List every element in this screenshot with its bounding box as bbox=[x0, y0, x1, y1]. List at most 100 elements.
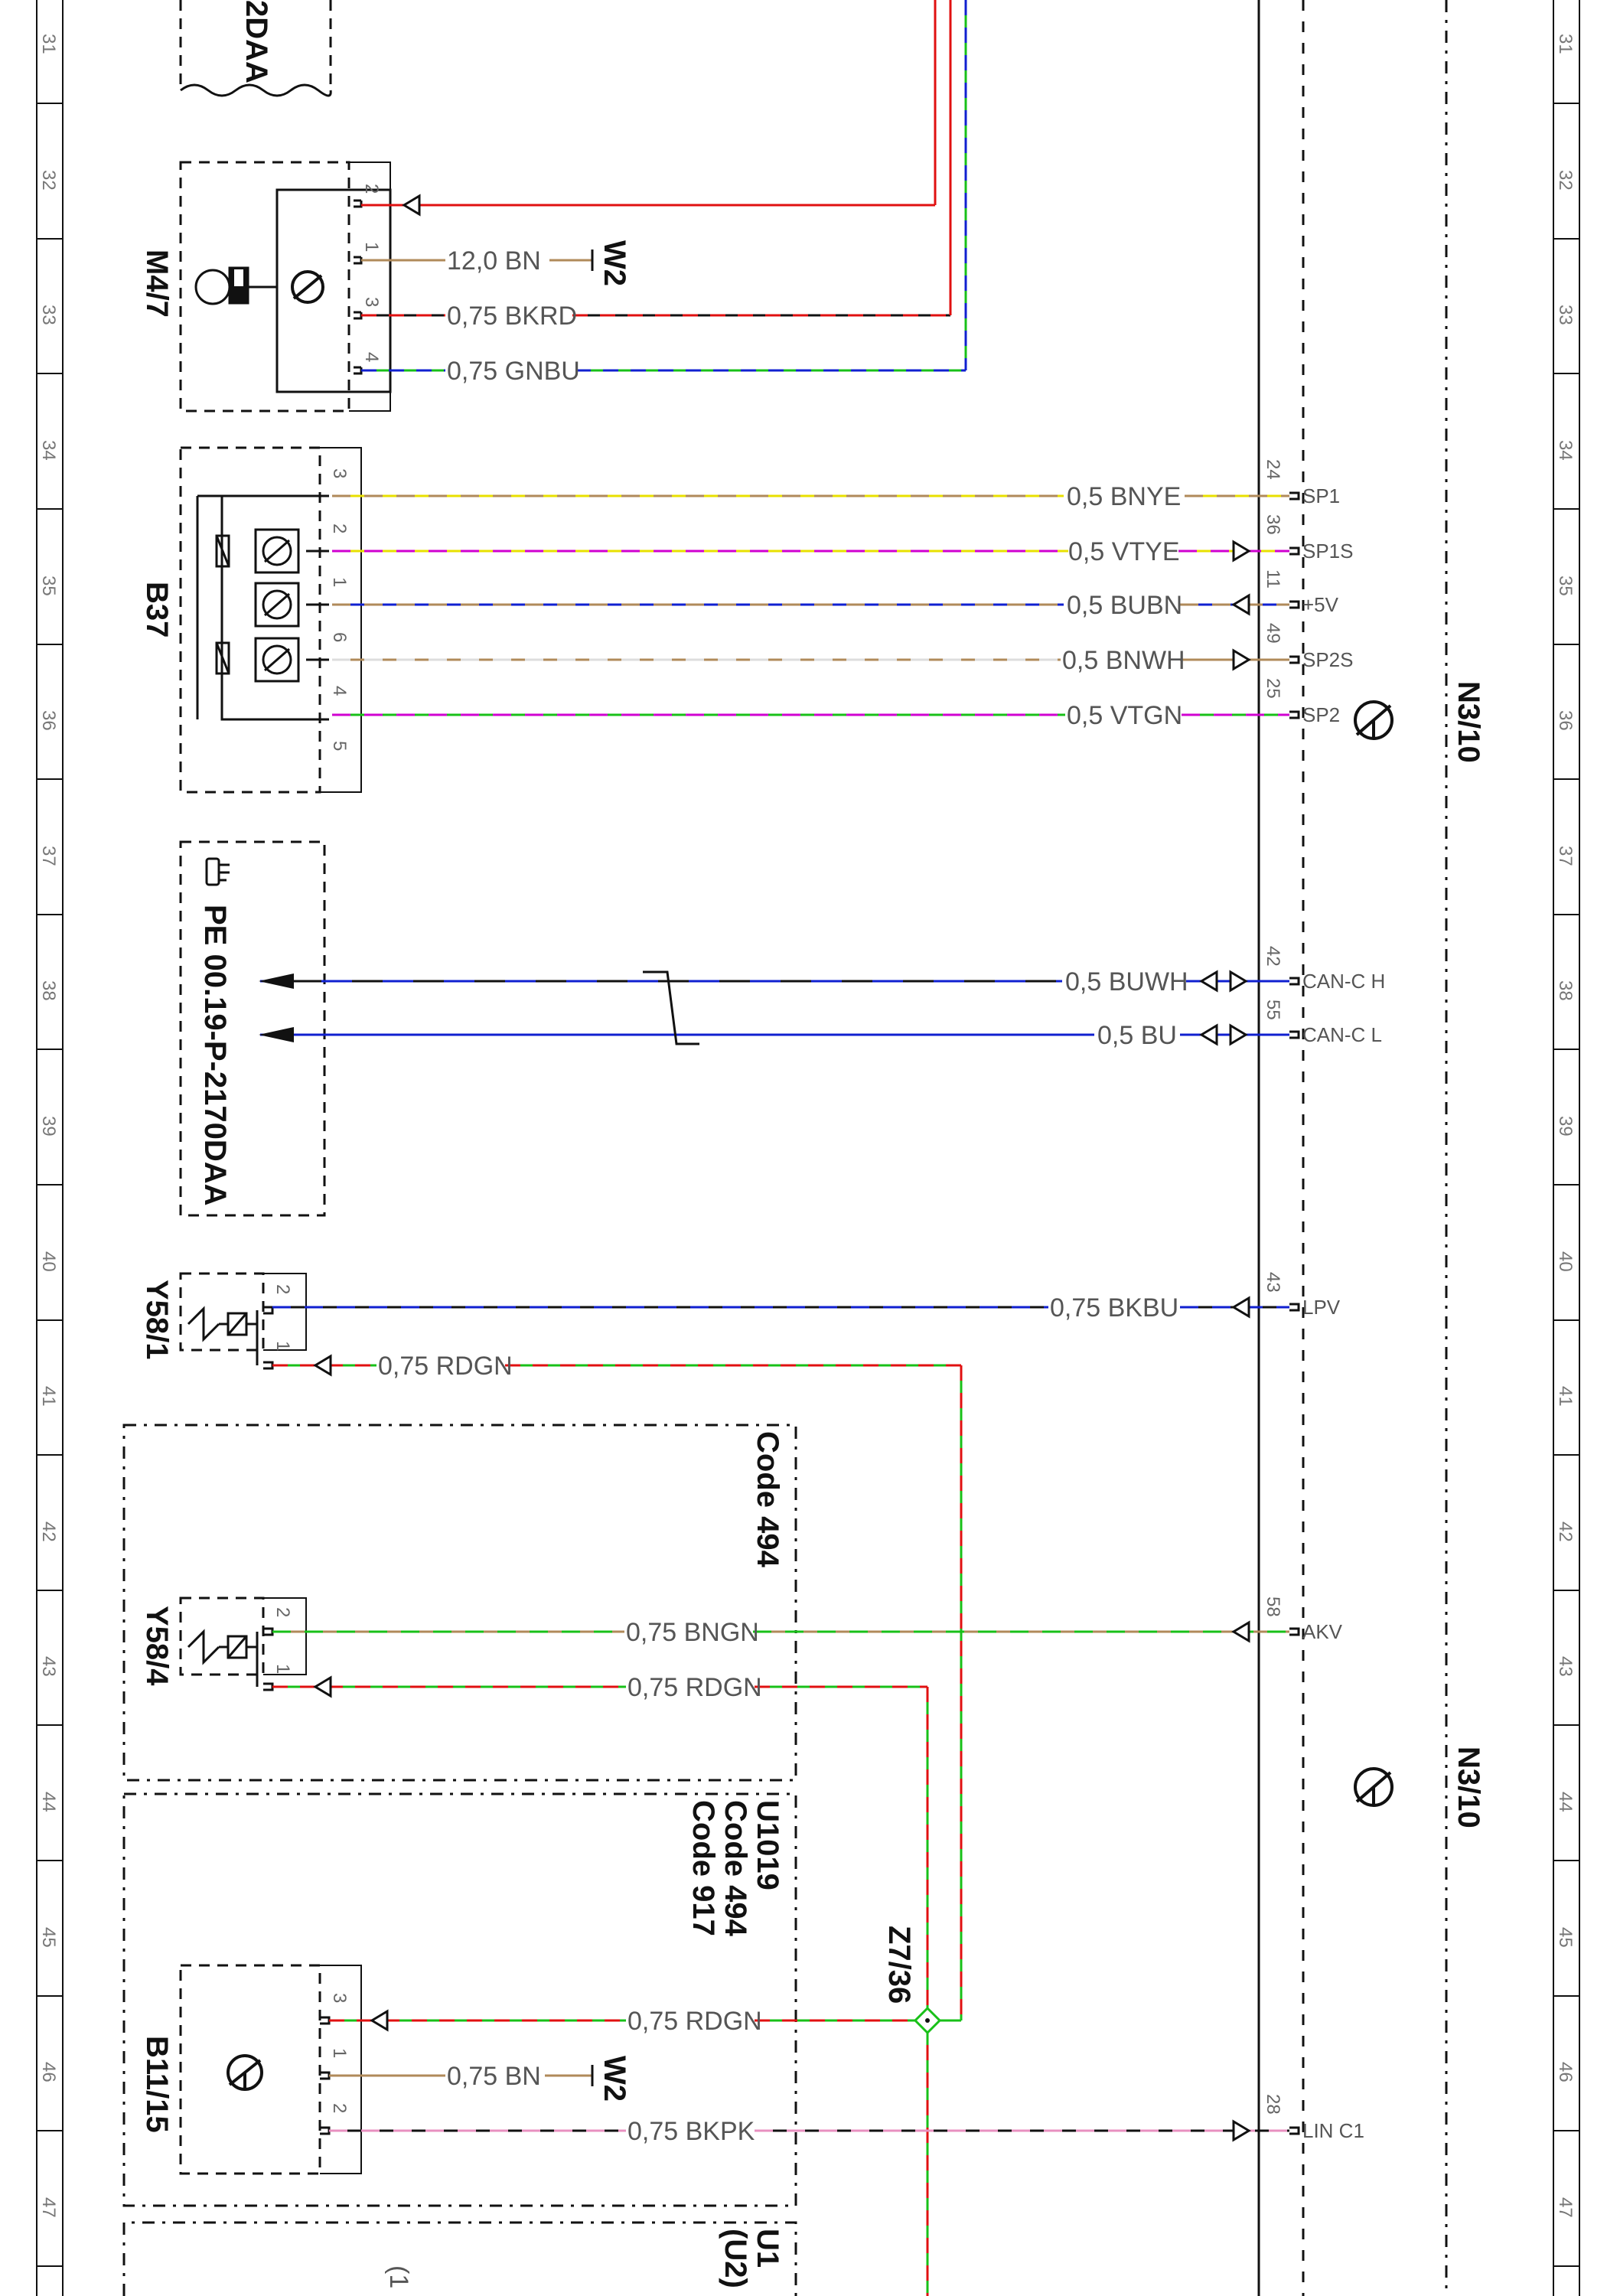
pin-number: 1 bbox=[329, 2048, 350, 2058]
grid-row-number: 32 bbox=[38, 170, 59, 191]
signal-label: LIN C1 bbox=[1302, 2119, 1364, 2142]
u1-label: U1 bbox=[751, 2229, 784, 2268]
wire-sp2s bbox=[332, 648, 1289, 671]
motor-icon bbox=[194, 266, 277, 305]
z7-36-label: Z7/36 bbox=[882, 1926, 916, 2004]
grid-row-number: 41 bbox=[1555, 1386, 1576, 1407]
y58-1-label: Y58/1 bbox=[140, 1280, 174, 1360]
b11-15-label: B11/15 bbox=[140, 2036, 174, 2133]
m4-7-label: M4/7 bbox=[140, 249, 174, 318]
pin-number: 49 bbox=[1263, 623, 1283, 644]
sensor-circle-icon bbox=[291, 270, 324, 304]
grid-row-number: 38 bbox=[1555, 980, 1576, 1001]
wire-label: 0,5 BNYE bbox=[1067, 482, 1181, 511]
grid-row-number: 47 bbox=[38, 2197, 59, 2218]
grid-row-number: 38 bbox=[38, 980, 59, 1001]
wire-label: 0,75 BKRD bbox=[447, 302, 577, 331]
sensor-circle-icon bbox=[227, 2054, 263, 2091]
wire-label: 12,0 BN bbox=[447, 246, 541, 276]
twisted-pair-mark bbox=[643, 970, 699, 1045]
hand-pointer-icon bbox=[205, 857, 230, 886]
pin-number: 3 bbox=[329, 1993, 350, 2003]
wire-y58-1-rdgn bbox=[272, 1354, 963, 2022]
u1-u2-box bbox=[122, 2221, 797, 2296]
wire-plus5v bbox=[332, 593, 1289, 616]
wire-lpv bbox=[272, 1296, 1289, 1319]
cut-reference-box bbox=[179, 0, 332, 97]
wire-label: 0,75 RDGN bbox=[627, 1673, 762, 1702]
signal-label: SP2 bbox=[1302, 703, 1340, 726]
wire-label: 0,75 BNGN bbox=[626, 1618, 759, 1647]
reference-text: PE 00.19-P-2170DAA bbox=[198, 905, 232, 1206]
u1019-code-917: Code 917 bbox=[686, 1800, 720, 1936]
grid-row-numbers: 31 32 33 34 35 36 37 38 39 40 41 42 43 4… bbox=[38, 34, 1576, 2218]
pin-number: 5 bbox=[329, 741, 350, 751]
grid-row-number: 44 bbox=[1555, 1792, 1576, 1812]
grid-row-number: 36 bbox=[38, 710, 59, 731]
wire-can-l bbox=[259, 1023, 1289, 1046]
b37-label: B37 bbox=[140, 582, 174, 638]
grid-row-number: 40 bbox=[1555, 1251, 1576, 1272]
grid-row-number: 39 bbox=[1555, 1116, 1576, 1137]
code-494-box bbox=[122, 1424, 797, 1782]
grid-row-number: 32 bbox=[1555, 170, 1576, 191]
grid-row-number: 42 bbox=[38, 1521, 59, 1542]
cut-reference-label: 2DAA bbox=[240, 0, 273, 83]
u1019-box bbox=[122, 1792, 797, 2207]
grid-row-number: 39 bbox=[38, 1116, 59, 1137]
grid-row-number: 45 bbox=[38, 1927, 59, 1948]
z7-36-junction bbox=[913, 2006, 942, 2035]
pin-number: 4 bbox=[329, 686, 350, 696]
wire-label: 0,5 VTYE bbox=[1068, 537, 1180, 566]
grid-row-number: 34 bbox=[38, 440, 59, 461]
signal-label: AKV bbox=[1302, 1620, 1343, 1643]
wire-can-h bbox=[259, 970, 1289, 993]
pin-number: 55 bbox=[1263, 1000, 1283, 1020]
m4-7-component bbox=[179, 161, 392, 413]
grid-row-number: 37 bbox=[1555, 846, 1576, 866]
sensor-circle-icon bbox=[262, 536, 292, 675]
pin-number: 1 bbox=[329, 577, 350, 587]
wire-label: 0,75 BKBU bbox=[1050, 1293, 1178, 1322]
wire-label: 0,75 GNBU bbox=[447, 357, 580, 386]
pin-number: 25 bbox=[1263, 678, 1283, 699]
y58-4-label: Y58/4 bbox=[140, 1606, 174, 1686]
wire-b11-15-bn bbox=[329, 2065, 594, 2086]
sensor-circle-icon bbox=[1354, 1767, 1393, 1807]
pin-number: 2 bbox=[272, 1284, 293, 1294]
n3-10-control-unit bbox=[1257, 0, 1448, 2296]
left-grid-ruler bbox=[36, 0, 64, 2296]
grid-row-number: 47 bbox=[1555, 2197, 1576, 2218]
reference-box bbox=[179, 840, 326, 1217]
pin-number: 11 bbox=[1263, 569, 1283, 589]
wire-label: 0,75 RDGN bbox=[627, 2007, 762, 2036]
signal-label: LPV bbox=[1302, 1296, 1341, 1319]
wire-label: 0,75 BN bbox=[447, 2062, 541, 2091]
wire-m4-7-pin3 bbox=[361, 0, 952, 317]
pin-number: 1 bbox=[272, 1341, 293, 1351]
pin-number: 3 bbox=[361, 297, 382, 307]
signal-label: SP2S bbox=[1302, 648, 1354, 671]
grid-row-number: 40 bbox=[38, 1251, 59, 1272]
wire-m4-7-pin4 bbox=[361, 0, 967, 372]
partial-reference: (1 bbox=[384, 2265, 413, 2288]
grid-row-number: 31 bbox=[38, 34, 59, 54]
wire-label: 0,75 BKPK bbox=[627, 2117, 755, 2146]
pin-number: 6 bbox=[329, 632, 350, 642]
wire-b11-15-rdgn bbox=[329, 2009, 915, 2032]
pin-number: 1 bbox=[272, 1664, 293, 1674]
pin-number: 28 bbox=[1263, 2094, 1283, 2115]
signal-label: SP1S bbox=[1302, 540, 1354, 563]
solenoid-valve-icon bbox=[187, 1306, 259, 1365]
signal-label: CAN-C H bbox=[1302, 970, 1385, 993]
right-grid-ruler bbox=[1553, 0, 1580, 2296]
wire-label: 0,5 BUBN bbox=[1067, 591, 1182, 620]
code-494-label: Code 494 bbox=[751, 1431, 784, 1568]
wire-label: 0,75 RDGN bbox=[378, 1352, 513, 1381]
wire-label: 0,5 BNWH bbox=[1062, 646, 1185, 675]
pin-number: 36 bbox=[1263, 514, 1283, 535]
pin-number: 2 bbox=[361, 184, 382, 194]
connector-pins bbox=[1289, 491, 1300, 2135]
grid-row-number: 45 bbox=[1555, 1927, 1576, 1948]
